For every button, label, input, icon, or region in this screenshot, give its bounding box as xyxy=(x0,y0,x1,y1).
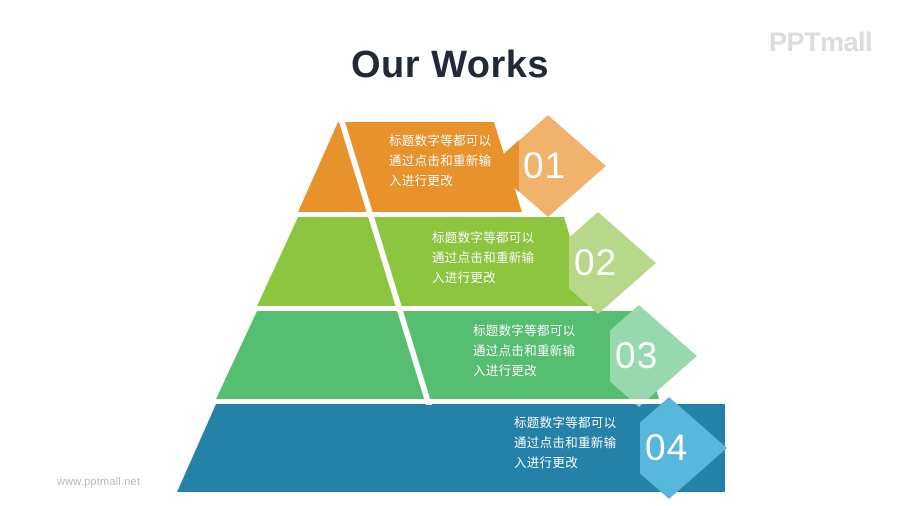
tier-2-text: 标题数字等都可以 通过点击和重新输 入进行更改 xyxy=(432,228,534,288)
tier-4-line-1: 标题数字等都可以 xyxy=(514,415,617,430)
tier-2-line-3: 入进行更改 xyxy=(432,270,497,285)
tier-2-body[interactable] xyxy=(257,217,591,306)
separator-3-4 xyxy=(214,399,661,404)
tier-4-badge-notch xyxy=(611,422,640,474)
tier-2-number: 02 xyxy=(574,242,618,283)
tier-4-number: 04 xyxy=(645,427,689,468)
tier-4-text: 标题数字等都可以 通过点击和重新输 入进行更改 xyxy=(514,413,616,473)
tier-4-body[interactable] xyxy=(177,404,725,492)
tier-4-line-3: 入进行更改 xyxy=(514,455,579,470)
tier-1-line-2: 通过点击和重新输 xyxy=(389,153,492,168)
pyramid-center-diagonal xyxy=(339,122,432,405)
separator-2-3 xyxy=(255,306,593,311)
tier-3-line-1: 标题数字等都可以 xyxy=(473,323,576,338)
footer-url[interactable]: www.pptmall.net xyxy=(57,476,141,488)
tier-3-number: 03 xyxy=(615,335,659,376)
tier-1-badge-notch xyxy=(490,140,519,192)
tier-3-line-2: 通过点击和重新输 xyxy=(473,343,576,358)
tier-3-text: 标题数字等都可以 通过点击和重新输 入进行更改 xyxy=(473,321,575,381)
pyramid-tier-1[interactable] xyxy=(298,115,606,217)
tier-1-number: 01 xyxy=(523,145,567,186)
tier-2-line-2: 通过点击和重新输 xyxy=(432,250,535,265)
center-diagonal-line xyxy=(339,122,432,405)
pyramid-tier-4[interactable] xyxy=(177,397,727,499)
tier-2-line-1: 标题数字等都可以 xyxy=(432,230,535,245)
tier-3-body[interactable] xyxy=(216,311,659,399)
page-title: Our Works xyxy=(350,44,550,86)
tier-1-line-1: 标题数字等都可以 xyxy=(389,133,492,148)
pyramid-tier-3[interactable] xyxy=(216,305,697,407)
tier-4-line-2: 通过点击和重新输 xyxy=(514,435,617,450)
tier-1-body[interactable] xyxy=(298,122,522,212)
tier-3-badge-notch xyxy=(581,330,610,382)
tier-1-text: 标题数字等都可以 通过点击和重新输 入进行更改 xyxy=(389,131,491,191)
brand-logo: PPTmall xyxy=(768,27,873,57)
tier-1-line-3: 入进行更改 xyxy=(389,173,454,188)
tier-3-line-3: 入进行更改 xyxy=(473,363,538,378)
pyramid-tier-2[interactable] xyxy=(257,212,656,314)
separator-1-2 xyxy=(296,212,524,217)
tier-2-badge-notch xyxy=(540,237,569,289)
tier-separators xyxy=(214,212,661,404)
